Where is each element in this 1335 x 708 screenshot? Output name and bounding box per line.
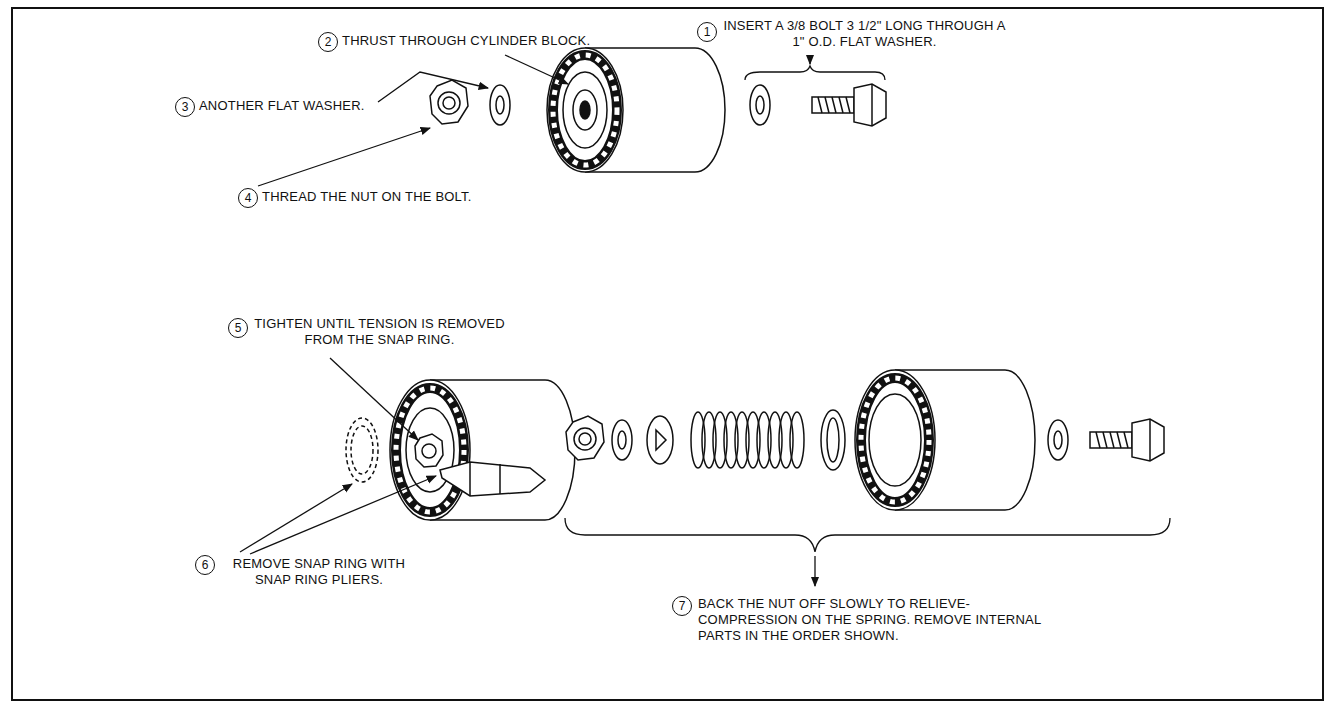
callout-text: INSERT A 3/8 BOLT 3 1/2" LONG THROUGH A …	[722, 18, 1007, 50]
callout-text: THRUST THROUGH CYLINDER BLOCK.	[342, 33, 590, 49]
callout-number: 5	[228, 318, 248, 338]
leader-lines	[258, 55, 885, 186]
callout-number: 3	[175, 97, 195, 117]
callout-text: ANOTHER FLAT WASHER.	[199, 98, 365, 114]
callout-number: 7	[672, 596, 692, 616]
callout-text: TIGHTEN UNTIL TENSION IS REMOVED FROM TH…	[252, 316, 507, 348]
callout-number: 1	[697, 22, 717, 42]
callout-number: 6	[195, 555, 215, 575]
frame-border	[12, 8, 1323, 700]
callout-text: BACK THE NUT OFF SLOWLY TO RELIEVE-COMPR…	[698, 596, 1068, 644]
top-assembly	[430, 48, 886, 172]
callout-number: 2	[318, 32, 338, 52]
leader-lines	[240, 358, 436, 554]
callout-number: 4	[238, 188, 258, 208]
bracket-and-leader	[565, 518, 1170, 586]
exploded-parts	[566, 370, 1164, 510]
callout-text: THREAD THE NUT ON THE BOLT.	[262, 189, 472, 205]
callout-text: REMOVE SNAP RING WITH SNAP RING PLIERS.	[219, 556, 419, 588]
